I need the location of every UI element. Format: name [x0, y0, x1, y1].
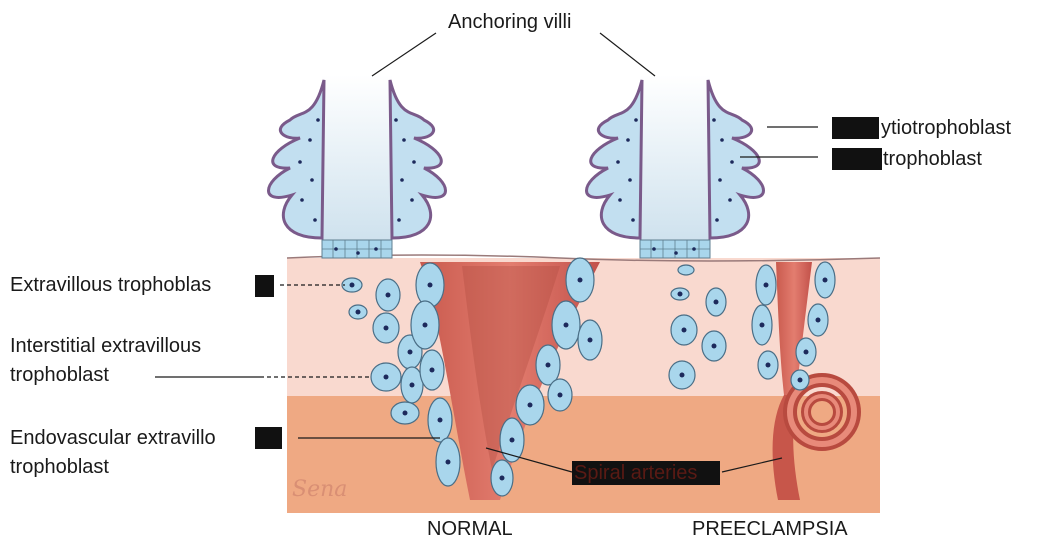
redaction-box	[255, 427, 282, 449]
redaction-box	[255, 275, 274, 297]
endovascular-label-line2: trophoblast	[10, 455, 109, 479]
cytotrophoblast-label: trophoblast	[883, 147, 982, 171]
redaction-box	[832, 148, 882, 170]
preeclampsia-caption: PREECLAMPSIA	[692, 517, 848, 541]
interstitial-label-line1: Interstitial extravillous	[10, 334, 201, 358]
endovascular-label-line1: Endovascular extravillo	[10, 426, 216, 450]
interstitial-label-line2: trophoblast	[10, 363, 109, 387]
redaction-box	[832, 117, 879, 139]
spiral-arteries-label: Spiral arteries	[574, 461, 697, 485]
extravillous-trophoblast-label: Extravillous trophoblas	[10, 273, 211, 297]
normal-caption: NORMAL	[427, 517, 513, 541]
signature-text: Sena	[292, 478, 347, 502]
preeclampsia-anchoring-villus	[587, 75, 764, 258]
anchoring-villi-label: Anchoring villi	[448, 10, 571, 34]
normal-anchoring-villus	[269, 75, 446, 258]
syncytiotrophoblast-label: ytiotrophoblast	[881, 116, 1011, 140]
